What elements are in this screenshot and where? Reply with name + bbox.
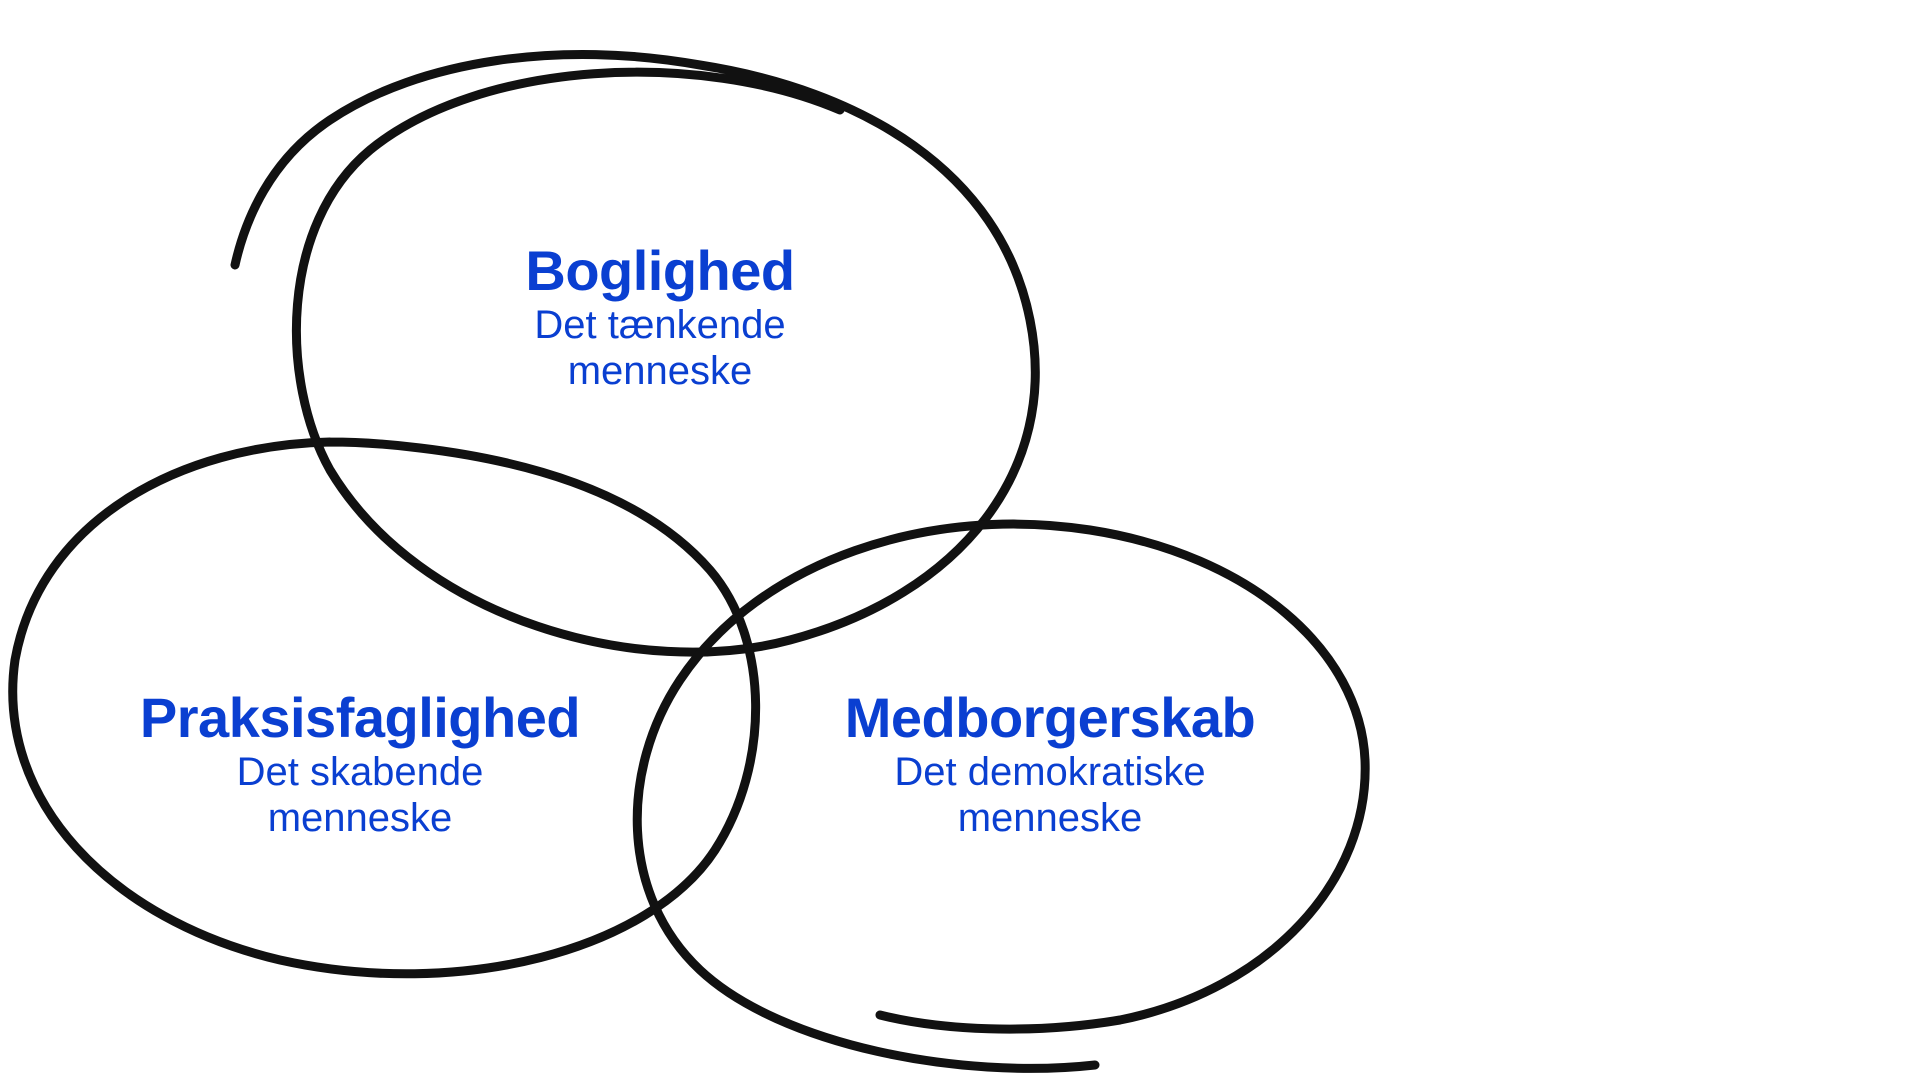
circle-title: Medborgerskab bbox=[844, 686, 1256, 749]
circle-subtitle-line1: Det demokratiske bbox=[894, 750, 1206, 794]
label-boglighed: Boglighed Det tænkende menneske bbox=[420, 240, 900, 394]
circle-subtitle-line2: menneske bbox=[567, 349, 753, 393]
circle-boglighed-outline bbox=[230, 50, 1040, 657]
circle-subtitle-line2: menneske bbox=[267, 796, 453, 840]
circle-medborgerskab bbox=[632, 519, 1370, 1073]
circle-boglighed bbox=[230, 50, 1040, 657]
circle-praksisfaglighed-outline bbox=[8, 437, 761, 979]
circle-title: Boglighed bbox=[525, 239, 795, 302]
circle-medborgerskab-outline bbox=[632, 519, 1370, 1073]
circle-praksisfaglighed bbox=[8, 437, 761, 979]
circle-title: Praksisfaglighed bbox=[139, 686, 581, 749]
circle-subtitle-line2: menneske bbox=[957, 796, 1143, 840]
circle-subtitle-line1: Det skabende bbox=[236, 750, 484, 794]
label-medborgerskab: Medborgerskab Det demokratiske menneske bbox=[780, 687, 1320, 841]
label-praksisfaglighed: Praksisfaglighed Det skabende menneske bbox=[60, 687, 660, 841]
circle-subtitle-line1: Det tænkende bbox=[534, 303, 786, 347]
